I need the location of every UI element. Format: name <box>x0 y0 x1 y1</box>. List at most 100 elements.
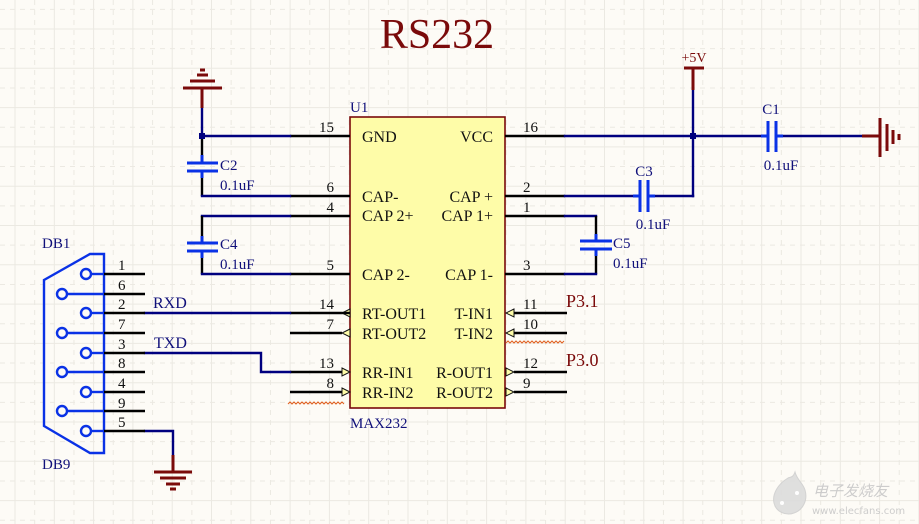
watermark-url: www.elecfans.com <box>812 506 905 517</box>
watermark-dot-icon <box>780 501 784 505</box>
pin-name: CAP 2- <box>362 267 410 284</box>
ic-right-pin-names: VCC CAP + CAP 1+ CAP 1- T-IN1 T-IN2 R-OU… <box>436 129 493 402</box>
junction-dot <box>690 133 696 139</box>
cap-value: 0.1uF <box>764 158 799 174</box>
output-arrow-icon <box>340 328 351 338</box>
pin-name: VCC <box>460 129 493 146</box>
pin-number: 2 <box>118 297 126 313</box>
connector-designator: DB1 <box>42 236 70 252</box>
connector-pin-socket-icon <box>55 404 69 418</box>
pin-number: 11 <box>523 297 537 313</box>
pin-name: R-OUT2 <box>436 385 493 402</box>
pin-name: CAP 2+ <box>362 208 414 225</box>
pin-name: T-IN1 <box>454 306 493 323</box>
pin-number: 6 <box>118 278 126 294</box>
cap-ref: C4 <box>220 237 238 253</box>
net-label-rxd: RXD <box>153 295 187 312</box>
capacitor-c4[interactable]: C4 0.1uF <box>187 236 255 273</box>
capacitor-c5[interactable]: C5 0.1uF <box>580 234 648 272</box>
pin-name: RT-OUT2 <box>362 326 426 343</box>
pin-number: 1 <box>523 200 531 216</box>
net-label-txd: TXD <box>154 335 187 352</box>
pin-name: CAP + <box>449 189 493 206</box>
pin-number: 8 <box>118 356 126 372</box>
pin-name: GND <box>362 129 397 146</box>
connector-pin-socket-icon <box>79 385 93 399</box>
pin-name: CAP 1- <box>445 267 493 284</box>
watermark-brand: 电子发烧友 <box>813 482 890 500</box>
pin-name: RT-OUT1 <box>362 306 426 323</box>
pin-name: CAP- <box>362 189 398 206</box>
connector-pin-socket-icon <box>55 326 69 340</box>
connector-pin-socket-icon <box>79 424 93 438</box>
vcc-label: +5V <box>681 51 706 66</box>
wires <box>143 86 872 457</box>
output-arrow-icon <box>505 367 516 377</box>
gnd-symbol-right <box>862 118 901 157</box>
pin-number: 10 <box>523 317 538 333</box>
junction-dot <box>199 133 205 139</box>
pin-number: 9 <box>118 396 126 412</box>
connector-shell <box>42 252 106 455</box>
ic-right-pins <box>504 134 567 397</box>
pin-number: 8 <box>327 376 335 392</box>
pin-number: 5 <box>327 258 335 274</box>
pin-number: 12 <box>523 356 538 372</box>
connector-pins <box>55 267 145 438</box>
warning-squiggle <box>287 401 345 405</box>
connector-pin-socket-icon <box>55 287 69 301</box>
pin-number: 7 <box>327 317 335 333</box>
pin-number: 2 <box>523 180 531 196</box>
pin-name: RR-IN2 <box>362 385 414 402</box>
net-label-p30: P3.0 <box>566 350 599 370</box>
pin-number: 14 <box>319 297 335 313</box>
connector-pin-numbers: 1 6 2 7 3 8 4 9 5 <box>118 258 126 431</box>
input-arrow-icon <box>341 367 352 377</box>
connector-pin-socket-icon <box>79 306 93 320</box>
ic-u1[interactable]: U1 MAX232 <box>287 100 567 432</box>
capacitor-c2[interactable]: C2 0.1uF <box>187 155 255 194</box>
gnd-symbol-top <box>183 68 222 108</box>
pin-number: 7 <box>118 317 126 333</box>
ic-designator: U1 <box>350 100 368 116</box>
connector-pin-socket-icon <box>79 267 93 281</box>
ic-left-pin-names: GND CAP- CAP 2+ CAP 2- RT-OUT1 RT-OUT2 R… <box>362 129 426 402</box>
pin-name: T-IN2 <box>454 326 493 343</box>
pin-number: 15 <box>319 120 334 136</box>
pin-number: 6 <box>327 180 335 196</box>
pin-number: 3 <box>523 258 531 274</box>
watermark-dot-icon <box>795 491 799 495</box>
pin-number: 9 <box>523 376 531 392</box>
pin-number: 4 <box>118 376 126 392</box>
cap-ref: C3 <box>635 164 653 180</box>
pin-name: CAP 1+ <box>441 208 493 225</box>
ic-left-pin-numbers: 15 6 4 5 14 7 13 8 <box>319 120 335 392</box>
connector-pin-socket-icon <box>55 365 69 379</box>
vcc-symbol: +5V <box>681 51 707 90</box>
cap-ref: C2 <box>220 158 238 174</box>
ic-left-pins <box>290 134 352 397</box>
db9-connector[interactable]: DB1 DB9 1 6 2 7 3 8 4 9 5 <box>42 236 145 473</box>
pin-number: 3 <box>118 337 126 353</box>
watermark: 电子发烧友 www.elecfans.com <box>773 470 905 517</box>
warning-squiggle <box>505 340 565 344</box>
cap-value: 0.1uF <box>220 178 255 194</box>
ic-body[interactable] <box>349 116 506 409</box>
pin-name: R-OUT1 <box>436 365 493 382</box>
cap-ref: C1 <box>762 102 780 118</box>
cap-value: 0.1uF <box>636 217 671 233</box>
capacitor-c1[interactable]: C1 0.1uF <box>761 102 798 174</box>
connector-pin-socket-icon <box>79 346 93 360</box>
pin-number: 1 <box>118 258 126 274</box>
cap-ref: C5 <box>613 236 631 252</box>
sheet-title: RS232 <box>380 12 494 58</box>
capacitor-c3[interactable]: C3 0.1uF <box>633 164 670 233</box>
gnd-symbol-db9 <box>154 455 192 491</box>
input-arrow-icon <box>341 387 352 397</box>
cap-value: 0.1uF <box>613 256 648 272</box>
input-arrow-icon <box>504 308 515 318</box>
pin-name: RR-IN1 <box>362 365 414 382</box>
output-arrow-icon <box>505 387 516 397</box>
connector-part: DB9 <box>42 457 70 473</box>
